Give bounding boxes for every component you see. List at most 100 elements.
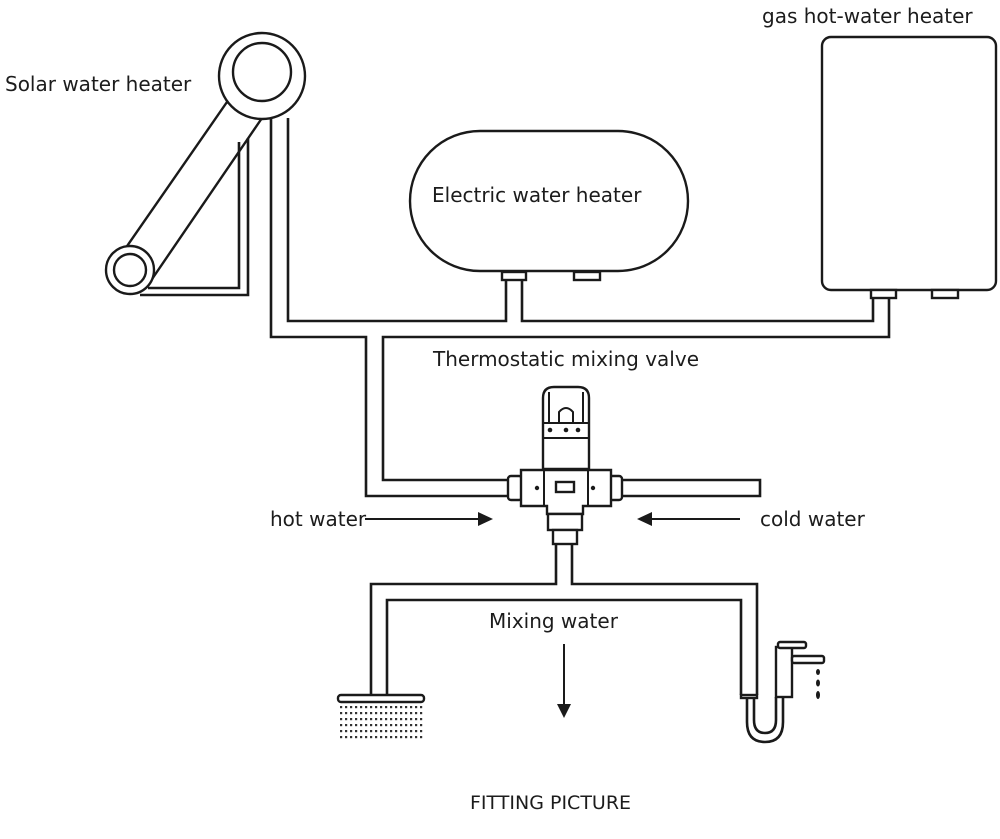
spray-dot [420, 712, 423, 715]
spray-dot [395, 706, 398, 709]
spray-dot [390, 736, 393, 739]
spray-dot [365, 706, 368, 709]
spray-dot [345, 724, 348, 727]
valve-cap-knob [558, 407, 574, 423]
spray-dot [385, 724, 388, 727]
spray-dot [355, 724, 358, 727]
spray-dot [340, 724, 343, 727]
spray-dot [375, 736, 378, 739]
hot-pipe-outer-left [269, 118, 507, 498]
spray-dot [350, 736, 353, 739]
spray-dot [375, 712, 378, 715]
spray-dot [365, 712, 368, 715]
spray-dot [410, 736, 413, 739]
spray-dot [415, 712, 418, 715]
spray-dot [385, 730, 388, 733]
spray-dot [380, 706, 383, 709]
valve-dot [547, 427, 553, 433]
valve-dot [575, 427, 581, 433]
spray-dot [400, 724, 403, 727]
cold-water-label: cold water [760, 507, 865, 531]
cold-water-arrow [637, 512, 740, 526]
gas-heater-inlet [930, 288, 960, 300]
spray-dot [415, 736, 418, 739]
hot-pipe-inner-down [381, 298, 891, 482]
spray-dot [340, 730, 343, 733]
gas-hot-water-heater-label: gas hot-water heater [762, 4, 973, 28]
solar-water-heater [104, 31, 307, 297]
electric-heater-outlet [500, 270, 528, 282]
spray-dot [405, 718, 408, 721]
spray-dot [350, 718, 353, 721]
spray-dot [360, 712, 363, 715]
electric-heater-inlet [572, 270, 602, 282]
spray-dot [415, 706, 418, 709]
spray-dot [365, 718, 368, 721]
faucet-spout [790, 654, 826, 665]
spray-dot [410, 730, 413, 733]
spray-dot [375, 718, 378, 721]
solar-tank-inner [231, 41, 293, 103]
hot-pipe-inner-right [520, 280, 875, 323]
spray-dot [420, 706, 423, 709]
spray-dot [405, 724, 408, 727]
electric-heater-tank [408, 129, 690, 273]
spray-dot [360, 718, 363, 721]
mix-pipe-outer-left [369, 544, 558, 695]
solar-frame-outer [140, 138, 250, 297]
spray-dot [375, 724, 378, 727]
spray-dot [355, 712, 358, 715]
spray-dot [350, 706, 353, 709]
spray-dot [395, 736, 398, 739]
mix-pipe-inner [385, 598, 743, 695]
spray-dot [400, 706, 403, 709]
valve-dot [563, 427, 569, 433]
spray-dot [420, 730, 423, 733]
hot-water-label: hot water [270, 507, 367, 531]
u-trap-outer [745, 697, 785, 744]
spray-dot [405, 736, 408, 739]
spray-dot [405, 712, 408, 715]
spray-dot [355, 718, 358, 721]
basin-faucet [739, 640, 826, 744]
spray-dot [420, 736, 423, 739]
hot-pipe-inner-left [286, 118, 508, 323]
spray-dot [420, 718, 423, 721]
spray-dot [360, 724, 363, 727]
spray-dot [420, 724, 423, 727]
water-drop [816, 669, 820, 675]
spray-dot [360, 730, 363, 733]
spray-dot [355, 736, 358, 739]
faucet-body [774, 645, 794, 699]
electric-water-heater-label: Electric water heater [432, 183, 642, 207]
mix-pipe-outer-right [570, 544, 759, 695]
gas-hot-water-heater [820, 35, 998, 300]
spray-dot [370, 736, 373, 739]
shower-spray-icon [340, 706, 423, 739]
electric-water-heater [408, 129, 690, 282]
spray-dot [380, 736, 383, 739]
valve-outlet-nut [546, 512, 584, 532]
spray-dot [390, 706, 393, 709]
spray-dot [380, 724, 383, 727]
spray-dot [410, 724, 413, 727]
spray-dot [375, 706, 378, 709]
mixing-water-label: Mixing water [489, 609, 618, 633]
spray-dot [340, 706, 343, 709]
mixing-water-arrow [557, 644, 571, 718]
spray-dot [385, 718, 388, 721]
spray-dot [340, 718, 343, 721]
water-drop [816, 691, 820, 699]
spray-dot [345, 730, 348, 733]
water-drop [816, 679, 820, 687]
spray-dot [410, 712, 413, 715]
spray-dot [355, 706, 358, 709]
spray-dot [360, 706, 363, 709]
valve-badge [554, 480, 576, 494]
thermostatic-mixing-valve [506, 385, 624, 546]
spray-dot [365, 736, 368, 739]
gas-heater-outlet [869, 288, 898, 300]
spray-dot [385, 736, 388, 739]
spray-dot [380, 730, 383, 733]
